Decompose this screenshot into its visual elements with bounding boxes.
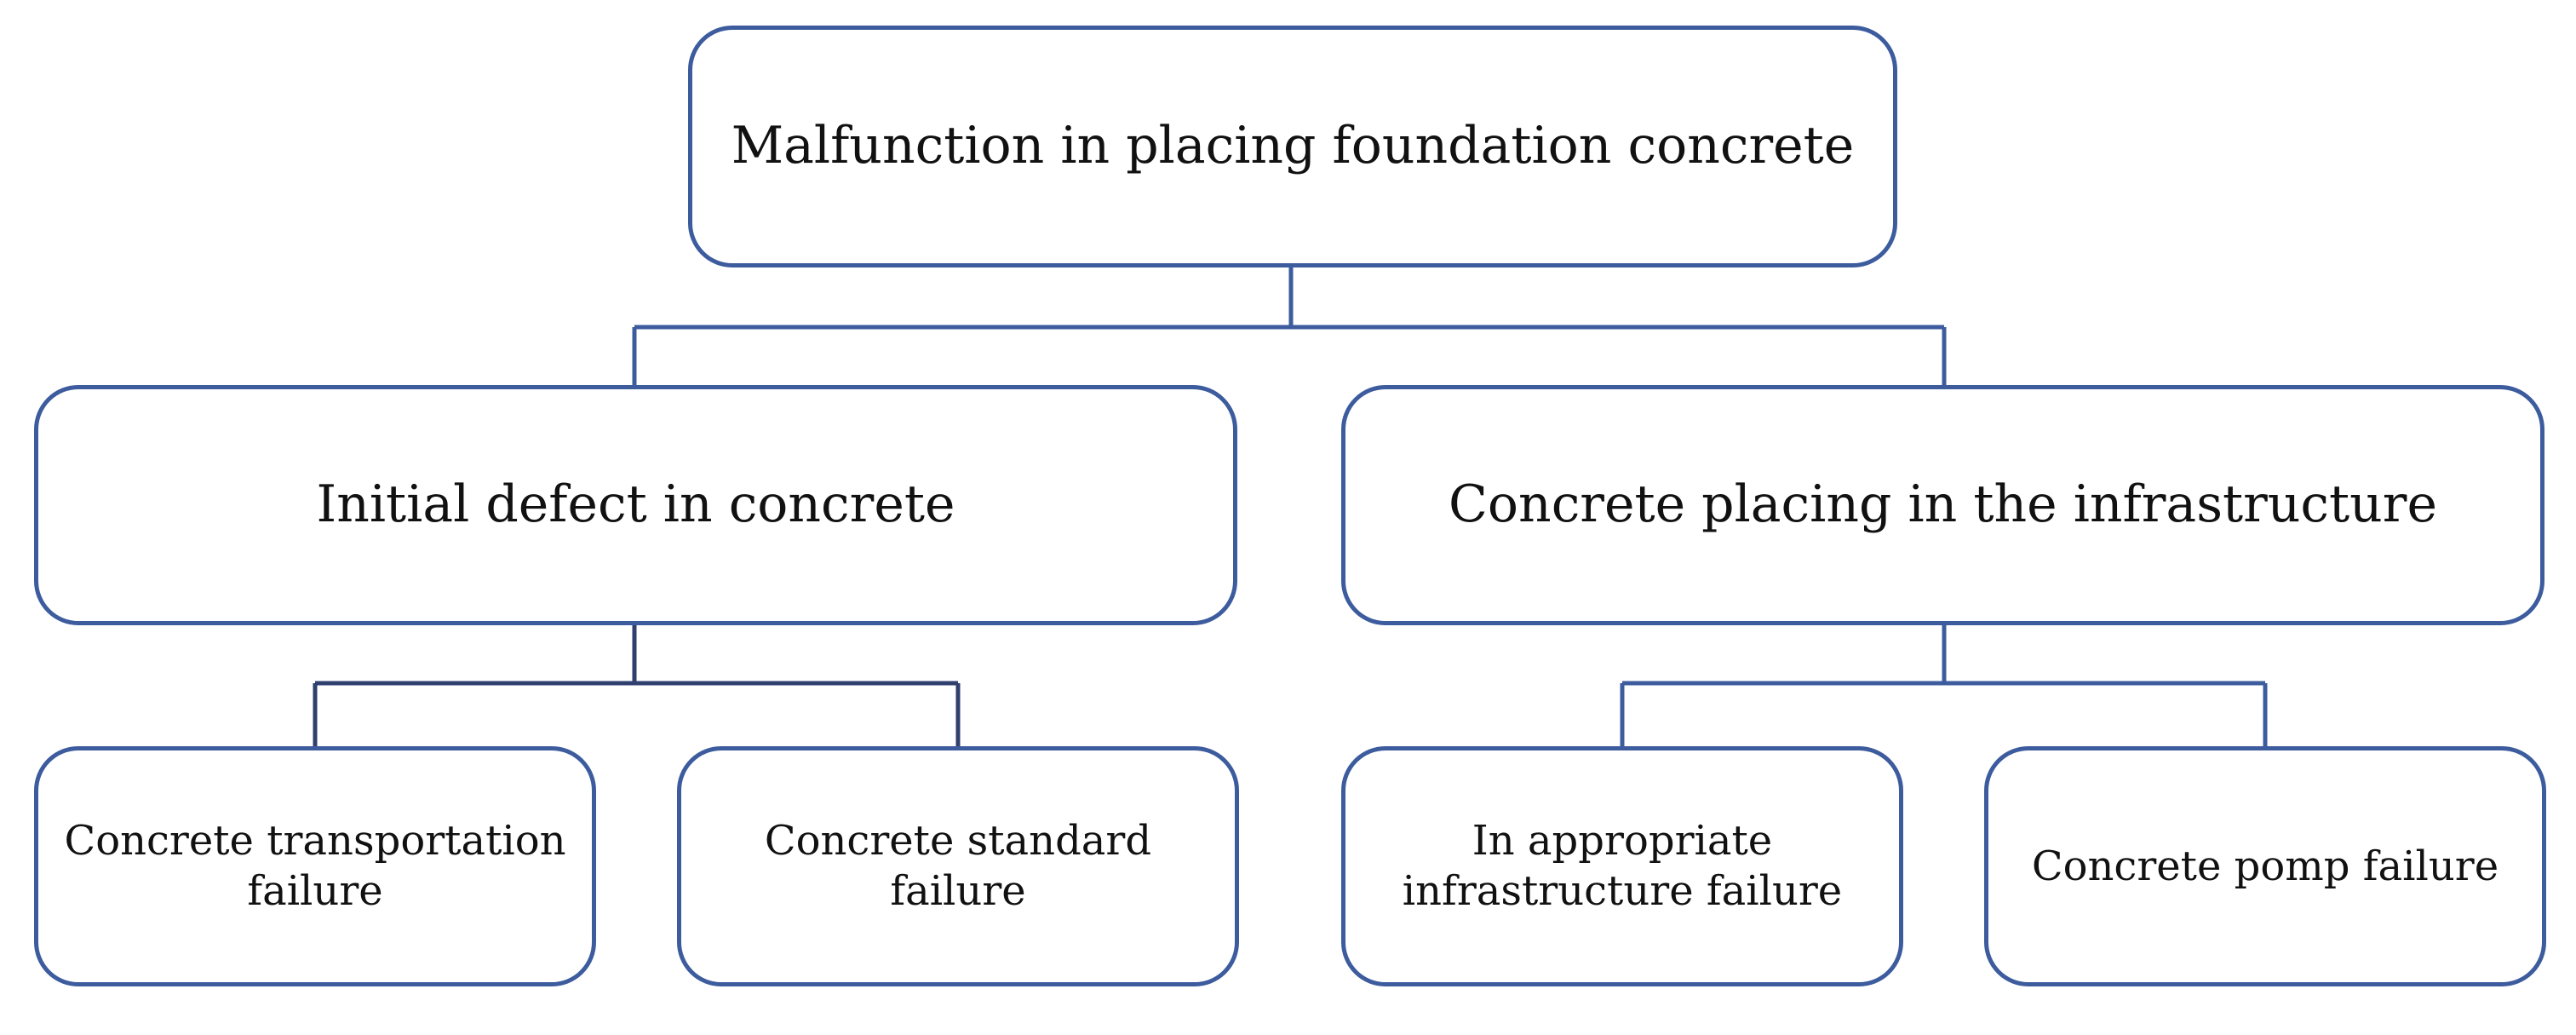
connector-branch-a-to-children xyxy=(313,625,961,746)
root-node: Malfunction in placing foundation concre… xyxy=(688,26,1897,267)
leaf-node-label: Concrete transportation failure xyxy=(64,817,566,915)
leaf-node-infrastructure-failure: In appropriate infrastructure failure xyxy=(1341,746,1903,986)
branch-node-label: Initial defect in concrete xyxy=(316,474,955,535)
leaf-node-label: Concrete pomp failure xyxy=(2031,842,2499,890)
leaf-node-label: In appropriate infrastructure failure xyxy=(1402,817,1843,915)
connector-root-to-branches xyxy=(632,267,1947,385)
branch-node-concrete-placing: Concrete placing in the infrastructure xyxy=(1341,385,2544,625)
branch-node-initial-defect: Initial defect in concrete xyxy=(34,385,1237,625)
connector-branch-b-to-children xyxy=(1620,625,2268,746)
leaf-node-standard-failure: Concrete standard failure xyxy=(677,746,1239,986)
root-node-label: Malfunction in placing foundation concre… xyxy=(731,116,1855,176)
leaf-node-label: Concrete standard failure xyxy=(764,817,1152,915)
leaf-node-pomp-failure: Concrete pomp failure xyxy=(1984,746,2546,986)
branch-node-label: Concrete placing in the infrastructure xyxy=(1449,474,2437,535)
leaf-node-transportation-failure: Concrete transportation failure xyxy=(34,746,596,986)
